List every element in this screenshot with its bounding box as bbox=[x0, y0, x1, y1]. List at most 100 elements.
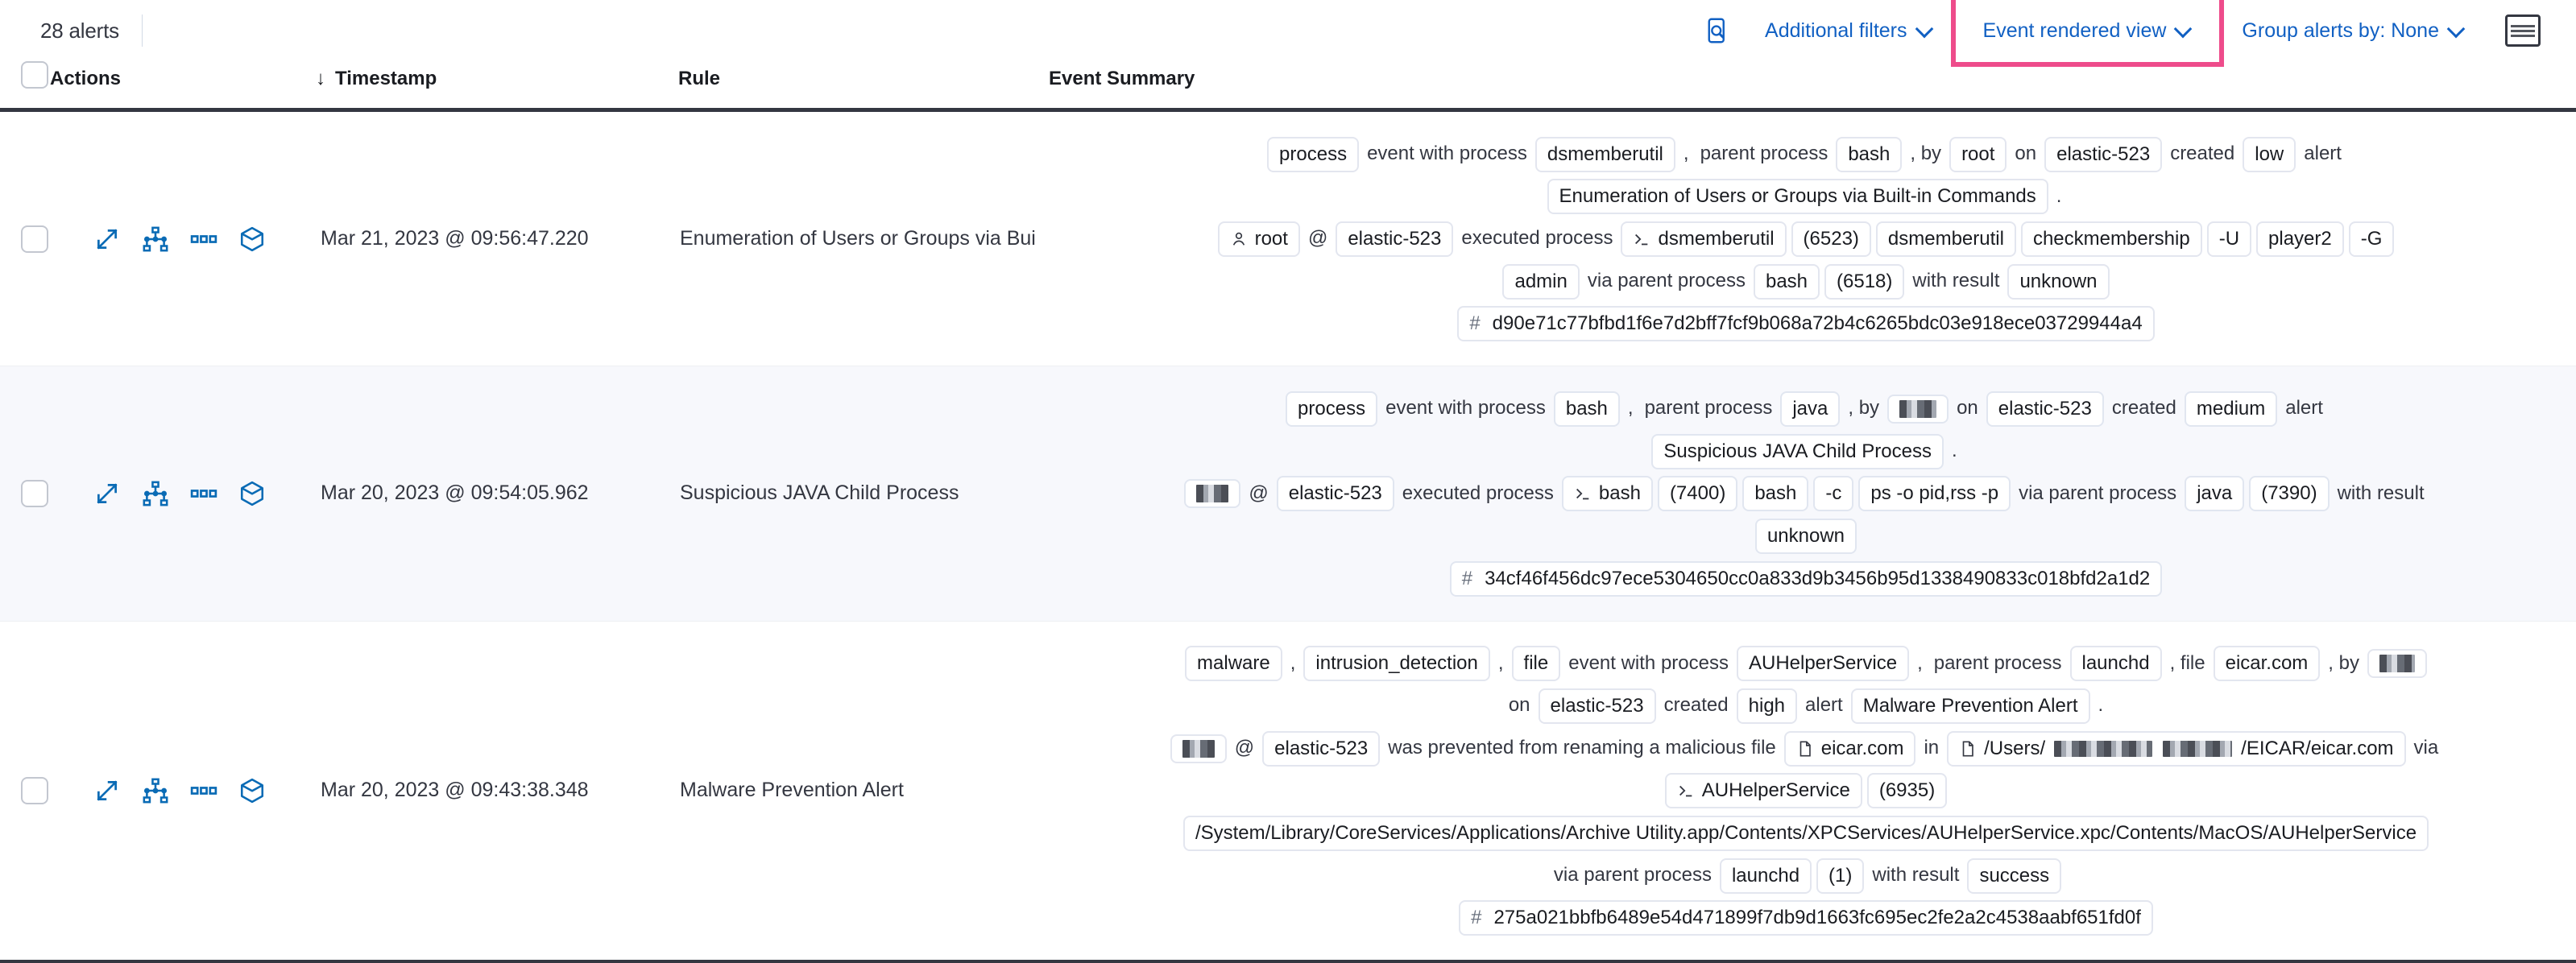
summary-chip[interactable]: process bbox=[1267, 136, 1360, 172]
summary-chip[interactable]: (6935) bbox=[1866, 773, 1948, 809]
summary-chip[interactable]: Enumeration of Users or Groups via Built… bbox=[1547, 179, 2048, 215]
timestamp-header[interactable]: ↓ Timestamp bbox=[316, 61, 678, 110]
summary-chip[interactable] bbox=[1170, 734, 1227, 763]
analyzer-cube-icon[interactable] bbox=[238, 480, 266, 507]
summary-chip[interactable]: AUHelperService bbox=[1664, 773, 1862, 809]
summary-chip[interactable]: bash bbox=[1742, 476, 1809, 512]
summary-chip[interactable]: elastic-523 bbox=[1262, 730, 1381, 767]
summary-chip[interactable]: malware bbox=[1185, 646, 1282, 682]
row-rule-name[interactable]: Malware Prevention Alert bbox=[680, 779, 904, 802]
summary-chip[interactable]: root bbox=[1217, 221, 1300, 257]
chip-label: eicar.com bbox=[1820, 737, 1904, 759]
summary-chip[interactable]: /System/Library/CoreServices/Application… bbox=[1182, 815, 2429, 851]
expand-icon[interactable] bbox=[93, 225, 121, 253]
select-all-checkbox[interactable] bbox=[21, 61, 48, 89]
summary-chip[interactable]: medium bbox=[2184, 391, 2278, 427]
row-select-checkbox[interactable] bbox=[21, 776, 48, 804]
summary-chip[interactable]: process bbox=[1286, 391, 1378, 427]
summary-line: Enumeration of Users or Groups via Built… bbox=[1063, 176, 2549, 218]
hash-value: 275a021bbfb6489e54d471899f7db9d1663fc695… bbox=[1493, 907, 2141, 929]
summary-chip[interactable] bbox=[1184, 479, 1241, 509]
summary-chip[interactable]: admin bbox=[1502, 263, 1580, 300]
row-rule-name[interactable]: Suspicious JAVA Child Process bbox=[680, 482, 959, 505]
summary-chip[interactable]: bash bbox=[1753, 263, 1820, 300]
summary-chip[interactable]: eicar.com bbox=[1783, 730, 1916, 767]
summary-chip[interactable] bbox=[1887, 394, 1949, 424]
summary-text: via bbox=[2413, 736, 2439, 758]
summary-chip[interactable]: (6518) bbox=[1824, 263, 1905, 300]
summary-text: created bbox=[2111, 397, 2176, 420]
summary-chip[interactable]: unknown bbox=[2007, 263, 2110, 300]
event-rendered-view-dropdown[interactable]: Event rendered view bbox=[1970, 11, 2205, 51]
more-actions-icon[interactable] bbox=[190, 480, 217, 507]
summary-chip[interactable]: high bbox=[1736, 688, 1798, 724]
additional-filters-dropdown[interactable]: Additional filters bbox=[1752, 11, 1945, 51]
summary-chip[interactable]: elastic-523 bbox=[1986, 391, 2104, 427]
summary-chip[interactable]: elastic-523 bbox=[1276, 476, 1394, 512]
summary-chip[interactable]: elastic-523 bbox=[1538, 688, 1656, 724]
summary-chip[interactable]: intrusion_detection bbox=[1303, 646, 1490, 682]
session-view-icon[interactable] bbox=[142, 777, 169, 804]
summary-chip[interactable]: unknown bbox=[1754, 518, 1857, 554]
summary-chip[interactable]: AUHelperService bbox=[1736, 646, 1910, 682]
summary-chip[interactable]: -U bbox=[2206, 221, 2252, 257]
summary-chip[interactable]: eicar.com bbox=[2213, 646, 2321, 682]
summary-chip[interactable]: (6523) bbox=[1791, 221, 1871, 257]
expand-icon[interactable] bbox=[93, 480, 121, 507]
analyzer-cube-icon[interactable] bbox=[238, 777, 266, 804]
summary-chip[interactable]: java bbox=[1780, 391, 1841, 427]
summary-chip[interactable]: -G bbox=[2348, 221, 2395, 257]
summary-chip[interactable]: /Users//EICAR/eicar.com bbox=[1947, 730, 2406, 767]
expand-icon[interactable] bbox=[93, 777, 121, 804]
summary-line: #34cf46f456dc97ece5304650cc0a833d9b3456b… bbox=[1063, 557, 2549, 600]
rule-header[interactable]: Rule bbox=[678, 68, 721, 89]
chip-label: elastic-523 bbox=[1274, 737, 1369, 759]
summary-chip[interactable]: player2 bbox=[2256, 221, 2344, 257]
summary-chip[interactable]: ps -o pid,rss -p bbox=[1858, 476, 2011, 512]
summary-chip[interactable]: launchd bbox=[2069, 646, 2162, 682]
event-hash-chip[interactable]: #d90e71c77bfbd1f6e7d2bff7fcf9b068a72b4c6… bbox=[1457, 306, 2155, 342]
summary-chip[interactable]: dsmemberutil bbox=[1534, 136, 1675, 172]
summary-chip[interactable]: root bbox=[1949, 136, 2007, 172]
summary-chip[interactable] bbox=[2367, 649, 2427, 679]
analyzer-cube-icon[interactable] bbox=[238, 225, 266, 253]
summary-chip[interactable]: bash bbox=[1553, 391, 1620, 427]
summary-chip[interactable]: (1) bbox=[1816, 858, 1865, 894]
session-view-icon[interactable] bbox=[142, 225, 169, 253]
group-alerts-by-dropdown[interactable]: Group alerts by: None bbox=[2229, 11, 2478, 51]
summary-chip[interactable]: (7390) bbox=[2249, 476, 2330, 512]
summary-chip[interactable]: checkmembership bbox=[2020, 221, 2202, 257]
summary-chip[interactable]: -c bbox=[1813, 476, 1854, 512]
summary-chip[interactable]: success bbox=[1967, 858, 2062, 894]
summary-chip[interactable]: java bbox=[2185, 476, 2245, 512]
summary-chip[interactable]: dsmemberutil bbox=[1875, 221, 2016, 257]
keyboard-shortcuts-icon[interactable] bbox=[2505, 14, 2541, 47]
inspect-search-icon[interactable] bbox=[1697, 10, 1739, 52]
summary-chip[interactable]: (7400) bbox=[1657, 476, 1738, 512]
event-hash-chip[interactable]: #34cf46f456dc97ece5304650cc0a833d9b3456b… bbox=[1449, 560, 2163, 597]
event-hash-chip[interactable]: #275a021bbfb6489e54d471899f7db9d1663fc69… bbox=[1459, 900, 2153, 936]
summary-chip[interactable]: file bbox=[1511, 646, 1561, 682]
summary-chip[interactable]: Malware Prevention Alert bbox=[1850, 688, 2090, 724]
row-rule-name[interactable]: Enumeration of Users or Groups via Bui bbox=[680, 227, 1036, 250]
row-select-checkbox[interactable] bbox=[21, 225, 48, 253]
event-summary-header[interactable]: Event Summary bbox=[1049, 68, 1195, 89]
summary-chip[interactable]: dsmemberutil bbox=[1621, 221, 1787, 257]
summary-chip[interactable]: Suspicious JAVA Child Process bbox=[1651, 433, 1944, 469]
doc-icon bbox=[1959, 740, 1977, 758]
summary-chip[interactable]: elastic-523 bbox=[2044, 136, 2163, 172]
summary-chip[interactable]: bash bbox=[1561, 476, 1653, 512]
row-select-checkbox[interactable] bbox=[21, 479, 48, 507]
summary-chip[interactable]: launchd bbox=[1719, 858, 1812, 894]
chip-label: player2 bbox=[2268, 227, 2332, 250]
session-view-icon[interactable] bbox=[142, 480, 169, 507]
more-actions-icon[interactable] bbox=[190, 777, 217, 804]
more-actions-icon[interactable] bbox=[190, 225, 217, 253]
summary-chip[interactable]: bash bbox=[1836, 136, 1903, 172]
summary-chip[interactable]: low bbox=[2243, 136, 2296, 172]
summary-chip[interactable]: elastic-523 bbox=[1336, 221, 1454, 257]
